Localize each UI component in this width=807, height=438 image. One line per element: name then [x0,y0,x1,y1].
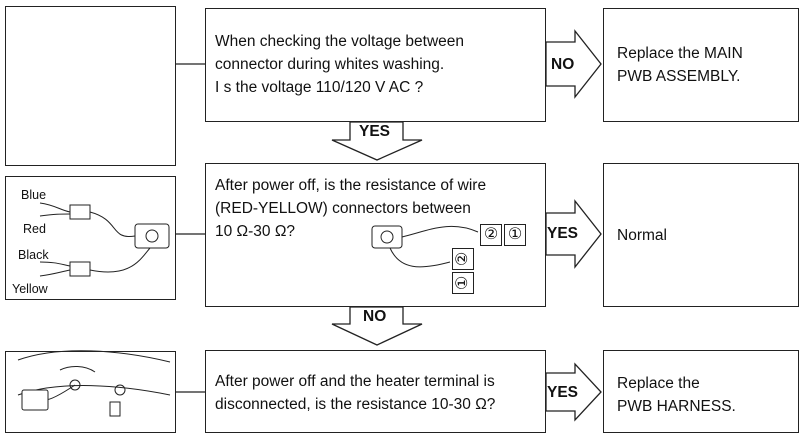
down-arrow-2 [331,306,423,346]
result-2: Normal [617,224,667,247]
question-2: After power off, is the resistance of wi… [215,174,486,243]
wire-label-yellow: Yellow [12,282,48,296]
question-2-line-3: 10 Ω-30 Ω? [215,223,296,240]
result-box-3 [603,350,799,433]
wire-label-blue: Blue [21,188,47,202]
question-2-line-2: (RED-YELLOW) connectors between [215,200,471,217]
question-3-line-2: disconnected, is the resistance 10-30 Ω? [215,396,496,413]
picture-frame-pcb [5,6,176,166]
picture-frame-wires [5,176,176,300]
result-box-2 [603,163,799,307]
question-2-line-1: After power off, is the resistance of wi… [215,177,487,194]
down-arrow-1 [331,121,423,161]
question-box-2 [205,163,546,307]
question-1: When checking the voltage between connec… [215,30,464,99]
question-box-1 [205,8,546,122]
right-arrow-row2 [545,199,602,269]
question-1-line-3: I s the voltage 110/120 V AC ? [215,79,424,96]
answer-label-row2: YES [547,225,579,242]
question-3: After power off and the heater terminal … [215,370,495,416]
picture-frame-heater [5,351,176,433]
result-3-line-1: Replace the [617,375,700,392]
result-1-line-2: PWB ASSEMBLY. [617,68,741,85]
right-arrow-row1 [545,29,602,99]
wire-label-red: Red [23,222,46,236]
probe-illustration [371,225,479,268]
answer-label-row1: NO [551,56,575,73]
question-3-line-1: After power off and the heater terminal … [215,373,495,390]
down-label-1: YES [359,123,391,140]
pin-box-2-bottom: ② [452,248,474,270]
result-2-line-1: Normal [617,227,667,244]
wire-label-black: Black [18,248,49,262]
right-arrow-row3 [545,362,602,422]
down-label-2: NO [363,308,387,325]
question-1-line-1: When checking the voltage between [215,33,465,50]
pin-box-2-top: ② [480,224,502,246]
result-1: Replace the MAIN PWB ASSEMBLY. [617,42,743,88]
pin-box-1-bottom: ① [452,272,474,294]
answer-label-row3: YES [547,384,579,401]
wire-connector-illustration [39,202,170,277]
question-box-3 [205,350,546,433]
result-1-line-1: Replace the MAIN [617,45,743,62]
result-box-1 [603,8,799,122]
result-3: Replace the PWB HARNESS. [617,372,736,418]
pin-box-1-top: ① [504,224,526,246]
question-1-line-2: connector during whites washing. [215,56,445,73]
result-3-line-2: PWB HARNESS. [617,398,736,415]
heater-illustration [17,350,171,417]
